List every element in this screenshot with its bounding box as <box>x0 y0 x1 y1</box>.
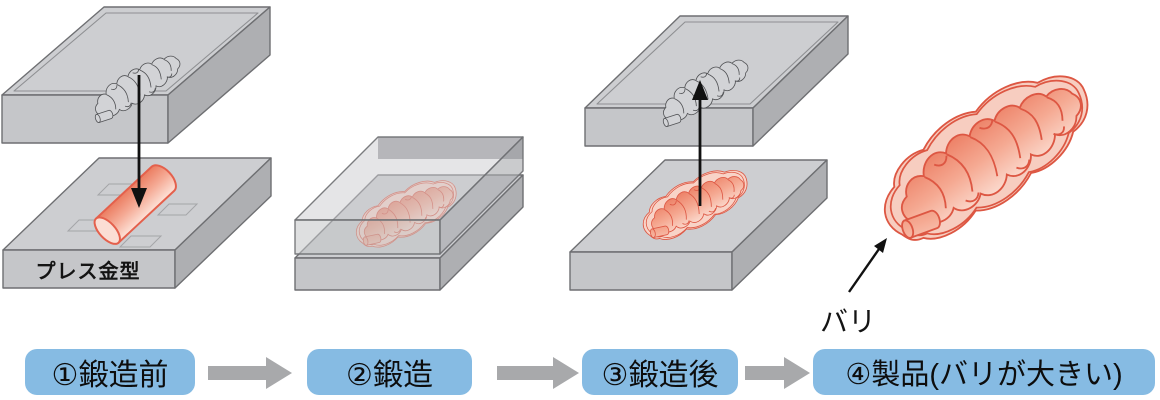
step-box-after-forging: ③鍛造後 <box>582 349 738 395</box>
flow-arrow-2 <box>497 357 579 389</box>
die-side-face <box>752 15 849 147</box>
step-box-before-forging: ①鍛造前 <box>25 349 195 395</box>
die-front-face <box>1 94 169 144</box>
die-side-face <box>439 136 524 255</box>
panel-before-forging <box>1 6 272 289</box>
upper-die-glass <box>294 136 524 255</box>
die-side-face <box>439 174 524 291</box>
step-box-product: ④製品(バリが大きい) <box>813 349 1155 395</box>
panel-forging <box>294 136 524 291</box>
die-front-face <box>569 251 733 291</box>
die-side-face <box>167 6 271 144</box>
upper-die <box>1 6 271 144</box>
step-label: ③鍛造後 <box>601 359 719 392</box>
billet-cylinder <box>93 164 177 245</box>
step-label: ①鍛造前 <box>51 359 169 392</box>
burr-label: バリ <box>819 306 876 337</box>
panel-after-forging <box>569 15 849 291</box>
step-label: ②鍛造 <box>346 359 433 392</box>
step-label: ④製品(バリが大きい) <box>845 359 1123 391</box>
die-side-face <box>174 157 272 289</box>
ejection-arrow <box>692 80 708 206</box>
die-side-face <box>731 159 828 291</box>
flow-arrows <box>208 357 810 389</box>
step-box-forging: ②鍛造 <box>307 349 472 395</box>
flow-arrow-3 <box>745 357 810 389</box>
flow-arrow-1 <box>208 357 292 389</box>
burr-annotation-arrow <box>848 238 887 293</box>
die-front-face <box>294 219 441 255</box>
press-die-label: プレス金型 <box>35 261 141 283</box>
die-front-face <box>294 257 441 291</box>
press-direction-arrow <box>131 75 147 208</box>
finished-product <box>861 46 1110 265</box>
